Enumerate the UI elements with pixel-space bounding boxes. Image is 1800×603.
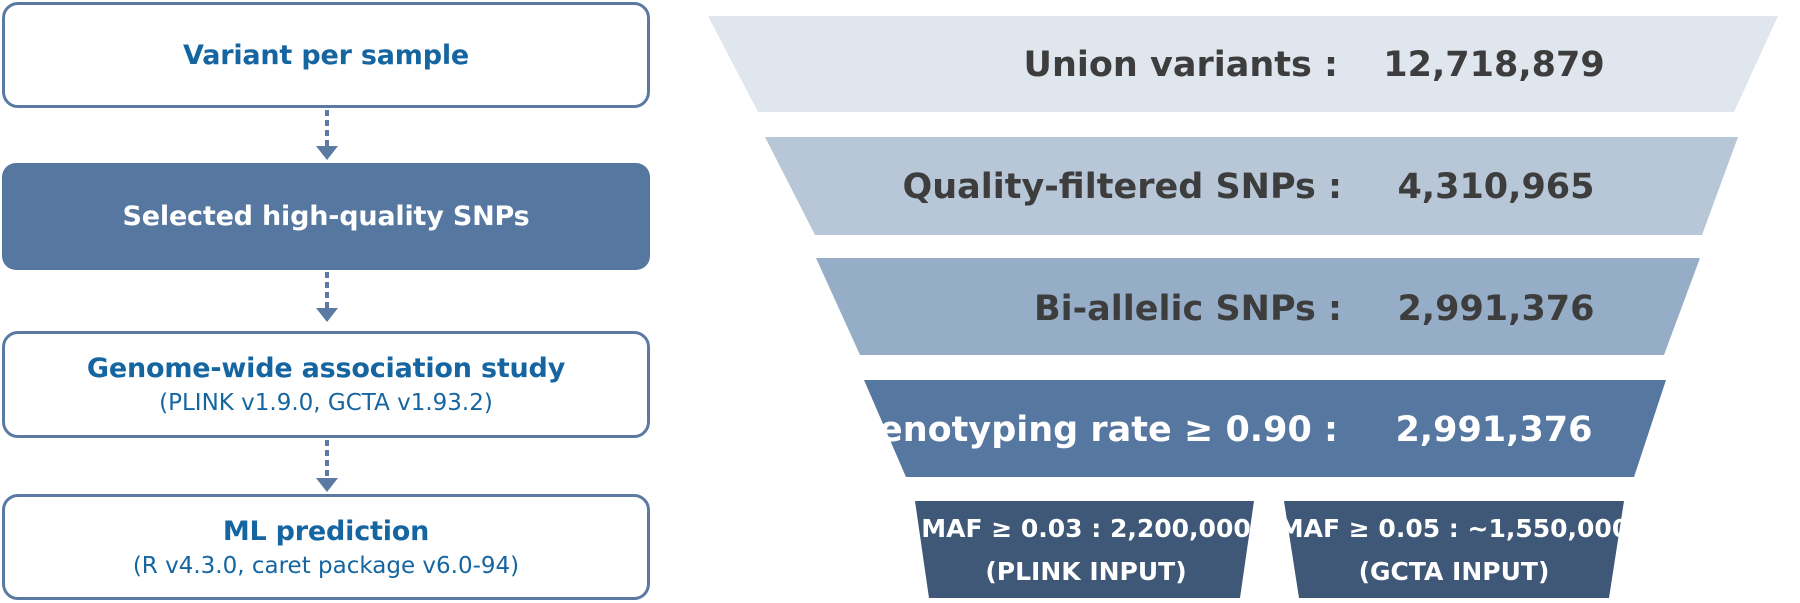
step-genome-wide-association-study: Genome-wide association study (PLINK v1.… [2,331,650,438]
funnel-row-1-band [708,16,1778,112]
funnel-split-plink-line2: (PLINK INPUT) [985,557,1186,586]
funnel-row-3-value: 2,991,376 [1397,289,1594,329]
step-subtitle: (R v4.3.0, caret package v6.0-94) [132,552,520,579]
funnel-row-4-value: 2,991,376 [1395,410,1592,450]
step-ml-prediction: ML prediction (R v4.3.0, caret package v… [2,494,650,600]
funnel-row-2-value: 4,310,965 [1397,167,1594,207]
step-subtitle: (PLINK v1.9.0, GCTA v1.93.2) [159,390,493,416]
step-title: Selected high-quality SNPs [122,201,530,232]
funnel-split-gcta-line2: (GCTA INPUT) [1359,557,1550,586]
funnel-row-2-label: Quality-filtered SNPs : [902,167,1342,207]
funnel-row-3-band [816,258,1700,355]
funnel-row-4-band [864,380,1666,477]
dashed-arrow-down-3 [316,440,338,492]
step-selected-high-quality-snps: Selected high-quality SNPs [2,163,650,270]
dashed-arrow-down-2 [316,272,338,322]
funnel-split-plink-band [915,501,1254,598]
funnel-split-gcta-line1: MAF ≥ 0.05 : ~1,550,000 [1279,514,1629,543]
funnel-split-plink-line1: MAF ≥ 0.03 : 2,200,000 [921,514,1251,543]
dashed-arrow-down-1 [316,110,338,160]
step-title: Variant per sample [182,39,470,71]
step-title: ML prediction [222,515,430,547]
funnel-row-2-band [765,137,1738,235]
funnel-row-4-label: Genotyping rate ≥ 0.90 : [850,410,1338,450]
funnel-row-3-label: Bi-allelic SNPs : [1034,289,1342,329]
step-title: Genome-wide association study [86,353,566,384]
funnel-row-1-value: 12,718,879 [1383,45,1604,85]
funnel-row-1-label: Union variants : [1024,45,1338,85]
funnel-split-gcta-band [1284,501,1624,598]
step-variant-per-sample: Variant per sample [2,2,650,108]
